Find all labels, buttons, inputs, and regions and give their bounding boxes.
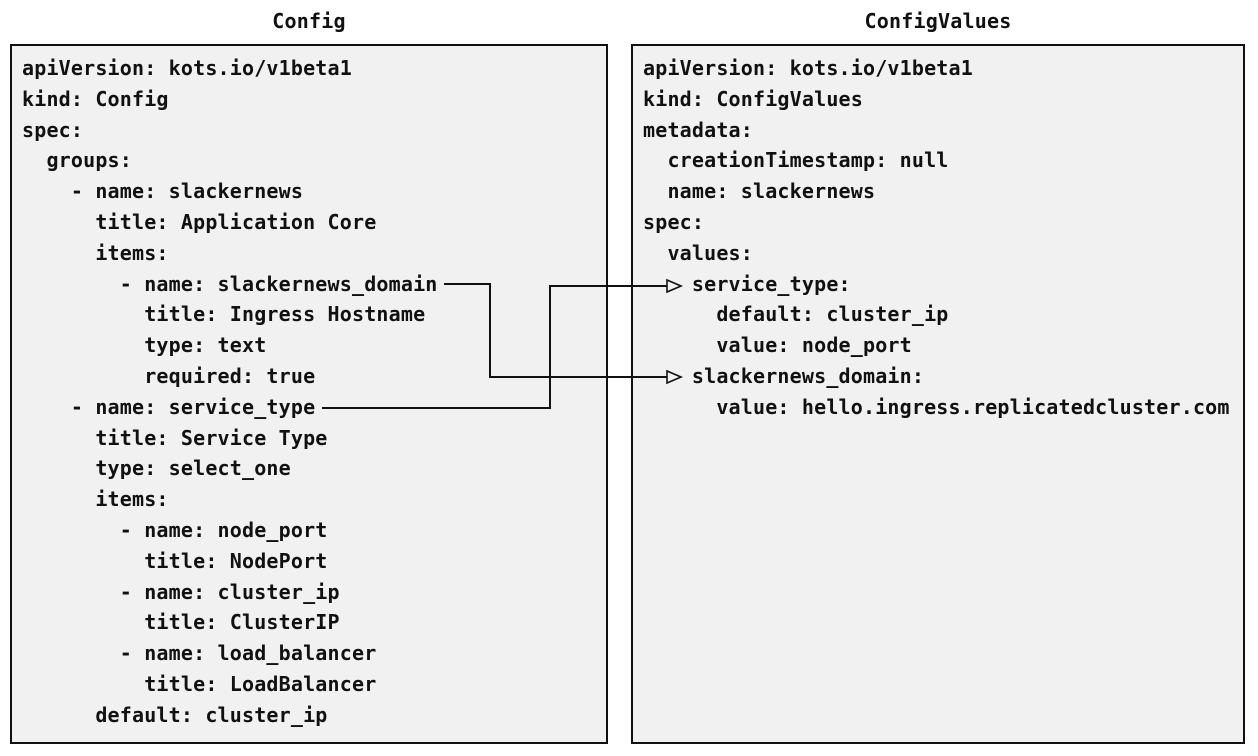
configvalues-yaml-text: apiVersion: kots.io/v1beta1 kind: Config… (643, 56, 1230, 419)
config-yaml-text: apiVersion: kots.io/v1beta1 kind: Config… (22, 56, 438, 727)
configvalues-yaml-box: apiVersion: kots.io/v1beta1 kind: Config… (631, 44, 1245, 744)
config-panel-title: Config (272, 9, 346, 33)
config-yaml-box: apiVersion: kots.io/v1beta1 kind: Config… (10, 44, 608, 744)
configvalues-panel-title: ConfigValues (864, 9, 1012, 33)
